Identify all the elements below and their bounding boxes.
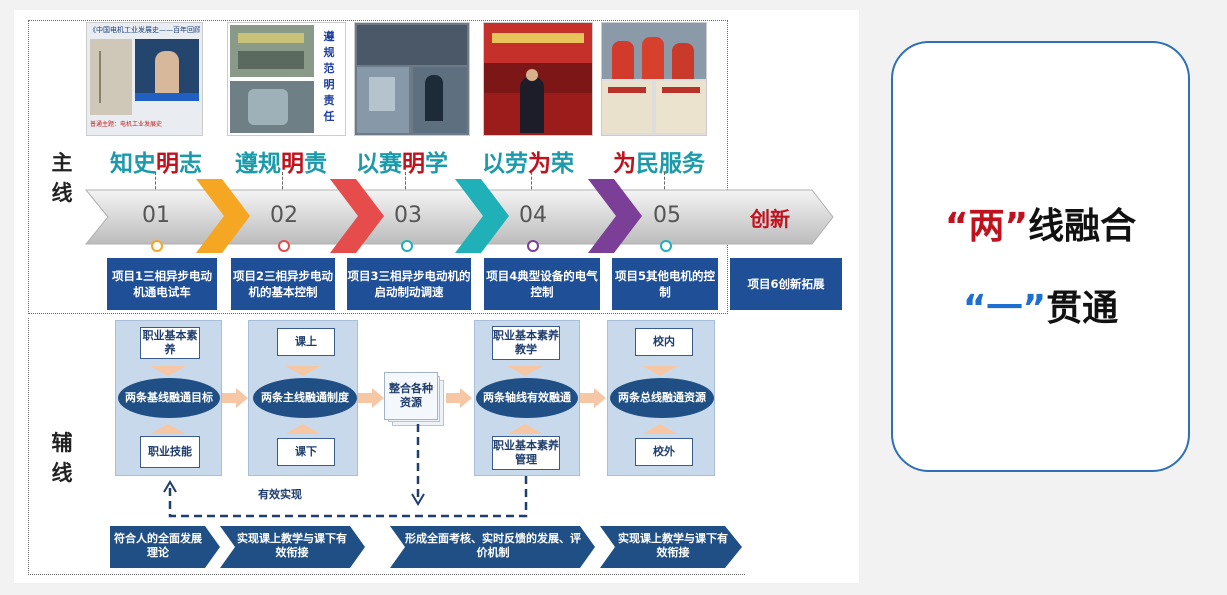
- chevron-orange: [196, 179, 250, 253]
- col1-up-arrow: [150, 424, 186, 434]
- dot-4: [527, 240, 539, 252]
- chevron-teal: [455, 179, 509, 253]
- col2-down-arrow: [285, 366, 321, 376]
- summary-line-1: “两”线融合: [944, 206, 1137, 247]
- band-2: 实现课上教学与课下有效衔接: [237, 532, 347, 559]
- summary-line-2: “一”贯通: [962, 288, 1119, 329]
- integrate-resources-box: 整合各种资源: [384, 372, 438, 420]
- col3-ellipse: 两条轴线有效融通: [476, 378, 578, 418]
- col4-down-arrow: [642, 366, 678, 376]
- step-04: 04: [519, 203, 547, 228]
- step-05: 05: [653, 203, 681, 228]
- project-1: 项目1三相异步电动机通电试车: [107, 258, 217, 310]
- main-line-zone: [28, 20, 728, 314]
- theme-5: 为民服务: [613, 151, 705, 177]
- step-01: 01: [142, 203, 170, 228]
- flow-arrow-4: [580, 388, 606, 408]
- dot-5: [660, 240, 672, 252]
- connector-4: [531, 172, 532, 194]
- col4-bottom-box: 校外: [635, 438, 693, 466]
- innovation-label: 创新: [750, 207, 790, 231]
- photo-history: 《中国电机工业发展史——百年回顾与展望》 普通主题：电机工业发展史: [86, 22, 203, 136]
- col4-ellipse: 两条总线融通资源: [610, 378, 714, 418]
- photo-standards: 遵规范 明责任: [227, 22, 346, 136]
- summary-panel: “两”线融合 “一”贯通: [891, 41, 1190, 472]
- project-3: 项目3三相异步电动机的启动制动调速: [347, 258, 471, 310]
- feedback-dashed-lines: [163, 424, 528, 518]
- col3-top-box: 职业基本素养教学: [492, 326, 560, 360]
- col1-top-box: 职业基本素养: [140, 327, 200, 359]
- col2-top-box: 课上: [277, 328, 335, 356]
- photo-history-caption: 《中国电机工业发展史——百年回顾与展望》: [89, 26, 200, 34]
- col3-down-arrow: [507, 366, 543, 376]
- col3-bottom-box: 职业基本素养管理: [492, 436, 560, 470]
- chevron-purple: [588, 179, 642, 253]
- theme-2: 遵规明责: [235, 151, 327, 177]
- project-4: 项目4典型设备的电气控制: [484, 258, 600, 310]
- col3-up-arrow: [507, 424, 543, 434]
- dot-2: [278, 240, 290, 252]
- col4-up-arrow: [642, 424, 678, 434]
- flow-arrow-2: [358, 388, 384, 408]
- connector-1: [155, 172, 156, 194]
- aux-line-label: 辅线: [51, 431, 73, 485]
- flow-arrow-1: [222, 388, 248, 408]
- band-3: 形成全面考核、实时反馈的发展、评价机制: [405, 532, 581, 559]
- dot-1: [151, 240, 163, 252]
- photo-labor: [483, 22, 593, 136]
- project-6: 项目6创新拓展: [730, 258, 842, 310]
- step-03: 03: [394, 203, 422, 228]
- band-4: 实现课上教学与课下有效衔接: [618, 532, 728, 559]
- flow-arrow-3: [446, 388, 472, 408]
- theme-1: 知史明志: [110, 151, 202, 177]
- project-2: 项目2三相异步电动机的基本控制: [231, 258, 335, 310]
- step-02: 02: [270, 203, 298, 228]
- col1-down-arrow: [150, 366, 186, 376]
- photo-standards-side-text: 遵规范 明责任: [323, 30, 335, 123]
- photo-service: [601, 22, 707, 136]
- col1-bottom-box: 职业技能: [140, 436, 200, 468]
- main-line-label: 主线: [51, 151, 73, 205]
- col2-ellipse: 两条主线融通制度: [253, 378, 357, 418]
- connector-3: [405, 172, 406, 194]
- photo-history-sub: 普通主题：电机工业发展史: [90, 121, 163, 128]
- aux-line-zone: [28, 318, 745, 575]
- theme-4: 以劳为荣: [482, 151, 574, 177]
- col1-ellipse: 两条基线融通目标: [118, 378, 220, 418]
- connector-2: [282, 172, 283, 194]
- theme-3: 以赛明学: [356, 151, 448, 177]
- project-5: 项目5其他电机的控制: [612, 258, 718, 310]
- col2-up-arrow: [285, 424, 321, 434]
- col4-top-box: 校内: [635, 328, 693, 356]
- band-1: 符合人的全面发展理论: [114, 532, 202, 559]
- connector-5: [664, 172, 665, 194]
- effective-label: 有效实现: [258, 488, 302, 501]
- bottom-band-shapes: [110, 526, 742, 568]
- dot-3: [401, 240, 413, 252]
- photo-competition: [354, 22, 470, 136]
- col2-bottom-box: 课下: [277, 438, 335, 466]
- timeline-arrow: [84, 189, 834, 245]
- chevron-red: [330, 179, 384, 253]
